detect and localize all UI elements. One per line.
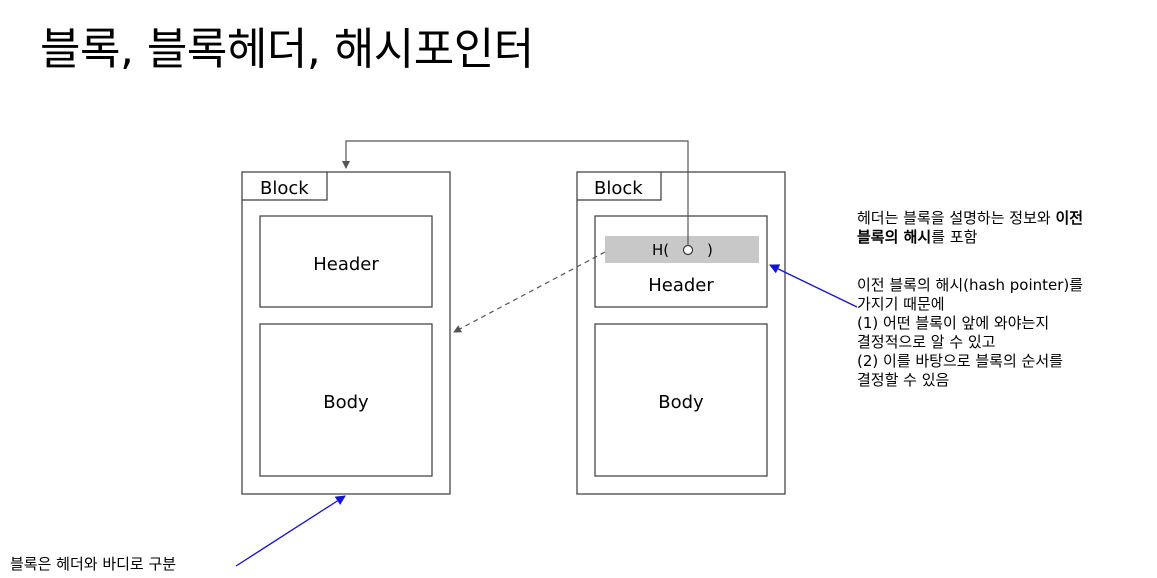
right-body-box <box>594 323 768 477</box>
right-block-tab <box>577 172 662 201</box>
right-header-label: Header <box>648 275 714 296</box>
left-block: Block Header Body <box>241 171 451 495</box>
hash-pointer-dot <box>682 244 694 256</box>
hash-pointer-field <box>605 236 759 263</box>
left-body-label: Body <box>323 392 369 413</box>
header-note-plain-1: 헤더는 블록을 설명하는 정보와 <box>857 209 1056 227</box>
slide-title: 블록, 블록헤더, 해시포인터 <box>40 24 534 75</box>
header-note-plain-2: 를 포함 <box>931 228 978 246</box>
header-note-line-1: 헤더는 블록을 설명하는 정보와 이전 <box>857 209 1083 228</box>
pointer-note-line: 가지기 때문에 <box>857 295 945 313</box>
left-block-tab-label: Block <box>260 178 309 199</box>
body-note-arrow <box>235 495 346 567</box>
pointer-note-line: (1) 어떤 블록이 앞에 와야는지 <box>857 314 1050 332</box>
pointer-note-line: 결정할 수 있음 <box>857 371 950 389</box>
header-note-line-2: 블록의 해시를 포함 <box>857 228 1083 247</box>
right-header-box <box>594 215 768 308</box>
left-body-box <box>259 323 433 477</box>
left-header-label: Header <box>313 254 379 275</box>
left-block-tab <box>242 172 328 201</box>
hash-pointer-connector <box>342 140 689 246</box>
left-block-frame <box>241 171 451 495</box>
pointer-note-line: 결정적으로 알 수 있고 <box>857 333 996 351</box>
body-note: 블록은 헤더와 바디로 구분 <box>10 555 177 573</box>
hash-close-label: ) <box>707 241 713 259</box>
pointer-note-line: 이전 블록의 해시(hash pointer)를 <box>857 276 1084 294</box>
hash-open-label: H( <box>652 241 669 259</box>
pointer-note: 이전 블록의 해시(hash pointer)를 가지기 때문에 (1) 어떤 … <box>857 276 1083 390</box>
header-note: 헤더는 블록을 설명하는 정보와 이전 블록의 해시를 포함 <box>857 209 1083 247</box>
right-block-tab-label: Block <box>594 178 643 199</box>
left-header-box <box>259 215 433 308</box>
pointer-note-line: (2) 이를 바탕으로 블록의 순서를 <box>857 352 1063 370</box>
header-note-bold-2: 블록의 해시 <box>857 228 932 246</box>
right-block-frame <box>576 171 786 495</box>
header-note-bold-1: 이전 <box>1055 209 1084 227</box>
right-block: Block H( ) Header Body <box>576 171 786 495</box>
dashed-hash-arrow <box>453 251 606 333</box>
right-body-label: Body <box>658 392 704 413</box>
pointer-note-arrow <box>769 264 858 308</box>
